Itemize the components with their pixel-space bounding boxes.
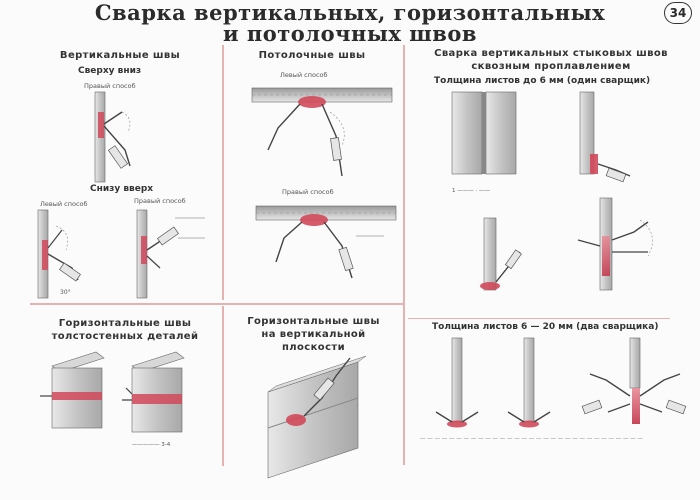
title-line-1: Сварка вертикальных, горизонтальных [94, 0, 606, 25]
butt-seams-title-1: Сварка вертикальных стыковых швов [434, 48, 668, 59]
svg-text:30°: 30° [60, 289, 71, 296]
vertical-left-method: Левый способ [40, 200, 88, 208]
page-number-badge: 34 [664, 2, 692, 24]
overhead-left-method: Левый способ [280, 71, 328, 79]
butt-thin-plate-weld [579, 91, 631, 183]
butt-thin-plates: 1 ——— · —— [451, 91, 517, 194]
butt-thick-fig-1 [435, 337, 479, 428]
overhead-left-figure [251, 87, 393, 177]
butt-thick-caption: — — — — — — — — — — — — — — — — — — — — … [420, 436, 643, 442]
vertical-bottom-up-label: Снизу вверх [90, 184, 154, 194]
divider-vertical-bottom [222, 306, 224, 466]
divider-vertical-left [222, 45, 224, 300]
vertical-top-down-figure [94, 91, 131, 183]
divider-vertical-right [403, 45, 405, 465]
butt-thick-label: Толщина листов 6 — 20 мм (два сварщика) [432, 322, 659, 332]
vertical-top-down-label: Сверху вниз [78, 66, 142, 76]
butt-thin-step-1 [480, 217, 522, 291]
svg-text:————— 3-4: ————— 3-4 [132, 442, 171, 448]
butt-thin-step-2 [577, 197, 653, 291]
horizontal-thick-fig-2: ————— 3-4 [122, 351, 185, 448]
butt-thick-fig-2 [507, 337, 551, 428]
svg-text:1 ——— · ——: 1 ——— · —— [452, 188, 490, 194]
horizontal-thick-fig-1 [40, 351, 105, 429]
horizontal-vertical-title-2: на вертикальной [261, 329, 366, 340]
horizontal-vertical-title-1: Горизонтальные швы [247, 316, 380, 327]
title-line-2: и потолочных швов [223, 21, 477, 46]
horizontal-thick-title-1: Горизонтальные швы [58, 318, 192, 329]
vertical-seams-title: Вертикальные швы [59, 50, 181, 61]
overhead-right-method: Правый способ [282, 188, 334, 196]
divider-horizontal [30, 303, 403, 305]
vertical-bottom-up-left-figure: 30° [37, 209, 81, 299]
divider-butt-middle [408, 318, 670, 319]
poster-title: Сварка вертикальных, горизонтальных и по… [60, 2, 640, 44]
horizontal-vertical-fig [267, 355, 367, 479]
vertical-right-method: Правый способ [134, 197, 186, 205]
butt-thin-label: Толщина листов до 6 мм (один сварщик) [434, 76, 651, 86]
horizontal-vertical-title-3: плоскости [281, 342, 346, 353]
vertical-top-down-method: Правый способ [84, 82, 136, 90]
horizontal-thick-title-2: толстостенных деталей [51, 331, 199, 342]
butt-seams-title-2: сквозным проплавлением [471, 61, 631, 72]
overhead-right-figure [255, 205, 397, 279]
butt-thick-fig-3 [581, 337, 687, 424]
vertical-bottom-up-right-figure [136, 209, 205, 299]
overhead-seams-title: Потолочные швы [258, 50, 366, 61]
